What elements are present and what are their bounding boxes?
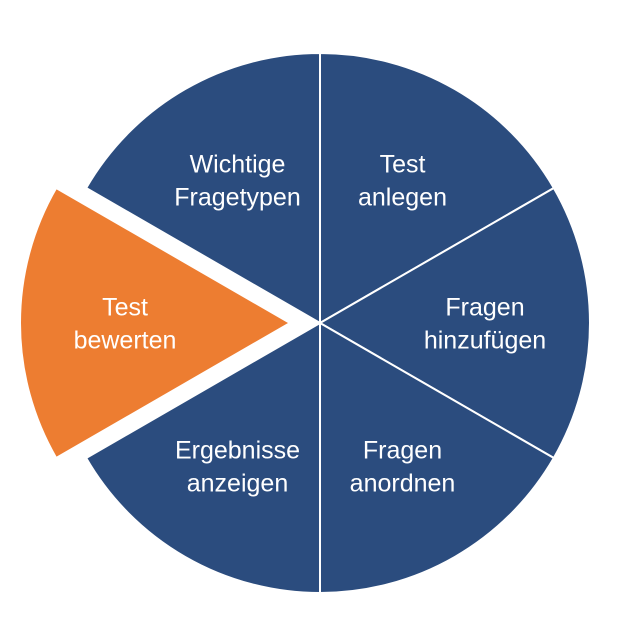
segment-label-line: anordnen xyxy=(350,469,456,497)
segment-label: Fragen anordnen xyxy=(350,436,456,497)
segment-shape xyxy=(19,186,293,460)
segment-label: Test anlegen xyxy=(358,151,447,212)
wheel-segment: Test anlegen xyxy=(319,51,556,325)
segment-shape xyxy=(319,321,556,595)
segment-label-line: hinzufügen xyxy=(424,327,546,355)
segment-label-line: Test xyxy=(102,294,148,322)
segment-label-line: Test xyxy=(380,151,426,179)
segment-shape xyxy=(319,51,556,325)
segment-label-line: bewerten xyxy=(74,327,177,355)
segment-label-line: Fragen xyxy=(445,294,524,322)
wheel-segment: Fragen hinzufügen xyxy=(317,186,591,460)
segment-label-line: Ergebnisse xyxy=(175,436,300,464)
segment-label: Ergebnisse anzeigen xyxy=(175,436,300,497)
segment-shape xyxy=(84,51,321,325)
segment-label-line: anzeigen xyxy=(187,469,288,497)
segment-label: Fragen hinzufügen xyxy=(424,294,546,355)
wheel-segment: Fragen anordnen xyxy=(319,321,556,595)
segment-label-line: Fragetypen xyxy=(174,184,300,212)
segment-label: Test bewerten xyxy=(74,294,177,355)
wheel-segment: Ergebnisse anzeigen xyxy=(84,321,321,595)
segment-label-line: Wichtige xyxy=(190,151,286,179)
wheel-segment-highlighted: Test bewerten xyxy=(19,186,293,460)
segment-shape xyxy=(317,186,591,460)
segment-label-line: Fragen xyxy=(363,436,442,464)
segment-label-line: anlegen xyxy=(358,184,447,212)
segment-shape xyxy=(84,321,321,595)
